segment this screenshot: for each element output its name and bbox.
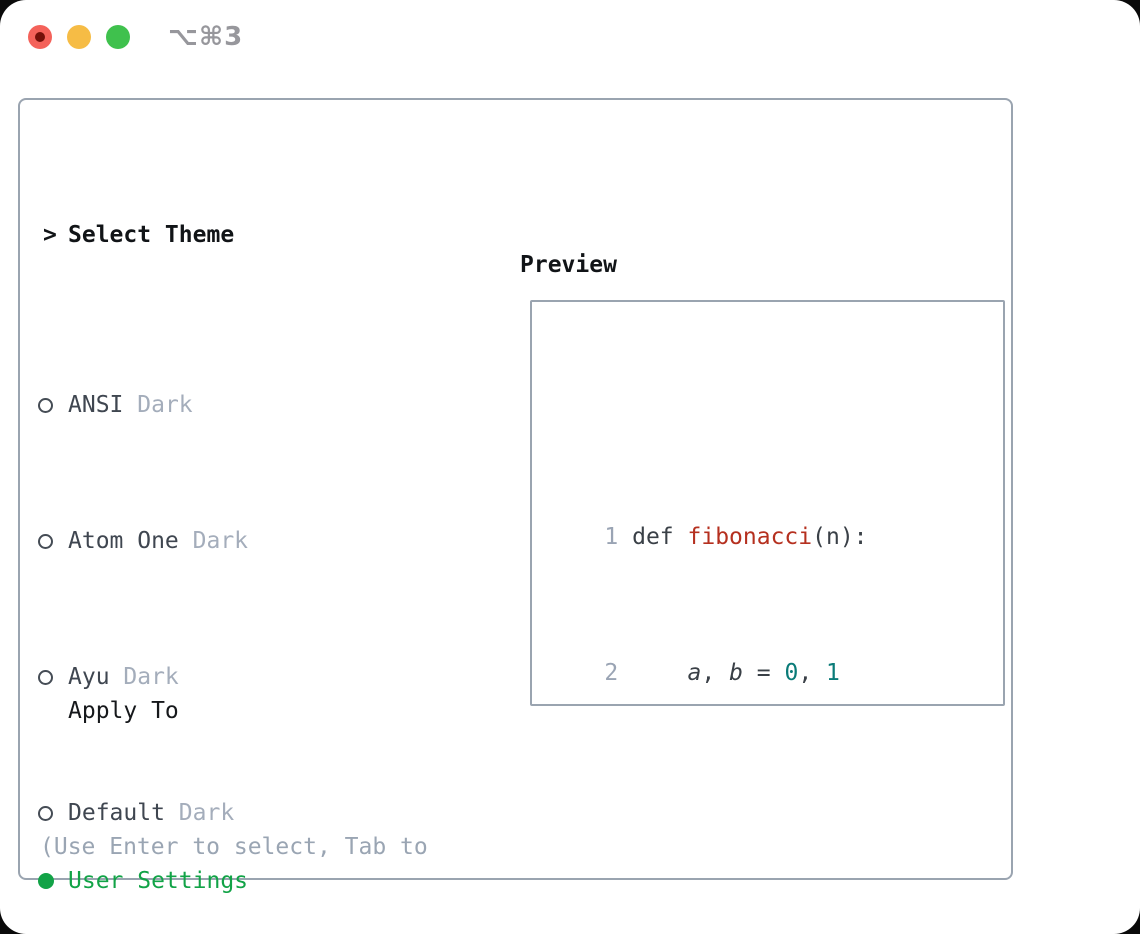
theme-picker-panel: > Select Theme ANSI Dark Atom One Dark A… xyxy=(18,98,1013,894)
prompt-caret-icon: > xyxy=(43,222,57,248)
theme-list-item[interactable]: Atom One Dark xyxy=(38,524,331,558)
help-text-line-1: (Use Enter to select, Tab to xyxy=(40,834,428,860)
theme-variant-badge: Dark xyxy=(123,664,179,690)
help-text: (Use Enter to select, Tab to change focu… xyxy=(40,762,428,934)
theme-list: > Select Theme ANSI Dark Atom One Dark A… xyxy=(38,150,331,934)
theme-name: Default xyxy=(68,800,179,826)
apply-to-option[interactable]: User Settings xyxy=(38,864,317,898)
close-button[interactable] xyxy=(28,25,52,49)
theme-list-title: Select Theme xyxy=(68,222,235,248)
theme-name: Atom One xyxy=(68,528,193,554)
theme-name: ANSI xyxy=(68,392,138,418)
preview-code-line: 1 def fibonacci(n): xyxy=(604,524,868,550)
theme-variant-badge: Dark xyxy=(192,528,249,554)
window-title: ⌥⌘3 xyxy=(168,22,244,52)
preview-title: Preview xyxy=(520,252,617,278)
radio-circle-icon xyxy=(38,533,53,549)
title-bar: ⌥⌘3 xyxy=(0,0,1140,75)
radio-circle-icon xyxy=(38,669,53,685)
apply-to-title: Apply To xyxy=(68,698,179,724)
apply-to-section: Apply To User Settings Workspace Setting… xyxy=(38,626,317,934)
line-number: 1 xyxy=(604,524,619,550)
theme-list-item[interactable]: Default Dark xyxy=(38,796,331,830)
theme-name: Ayu xyxy=(68,664,124,690)
line-number: 2 xyxy=(604,660,619,686)
radio-circle-icon xyxy=(38,805,53,821)
radio-circle-icon xyxy=(38,397,53,413)
theme-list-header-row: > Select Theme xyxy=(38,218,331,252)
theme-list-item[interactable]: Ayu Dark xyxy=(38,660,331,694)
radio-circle-icon xyxy=(38,873,54,889)
zoom-button[interactable] xyxy=(106,25,130,49)
theme-preview-box: 1 def fibonacci(n): 2 a, b = 0, 1 3 for … xyxy=(530,300,1005,706)
theme-variant-badge: Dark xyxy=(137,392,193,418)
minimize-button[interactable] xyxy=(67,25,91,49)
theme-list-item[interactable]: ANSI Dark xyxy=(38,388,331,422)
theme-variant-badge: Dark xyxy=(178,800,235,826)
preview-code-line: 2 a, b = 0, 1 xyxy=(604,660,840,686)
apply-to-option-label: User Settings xyxy=(68,868,249,894)
